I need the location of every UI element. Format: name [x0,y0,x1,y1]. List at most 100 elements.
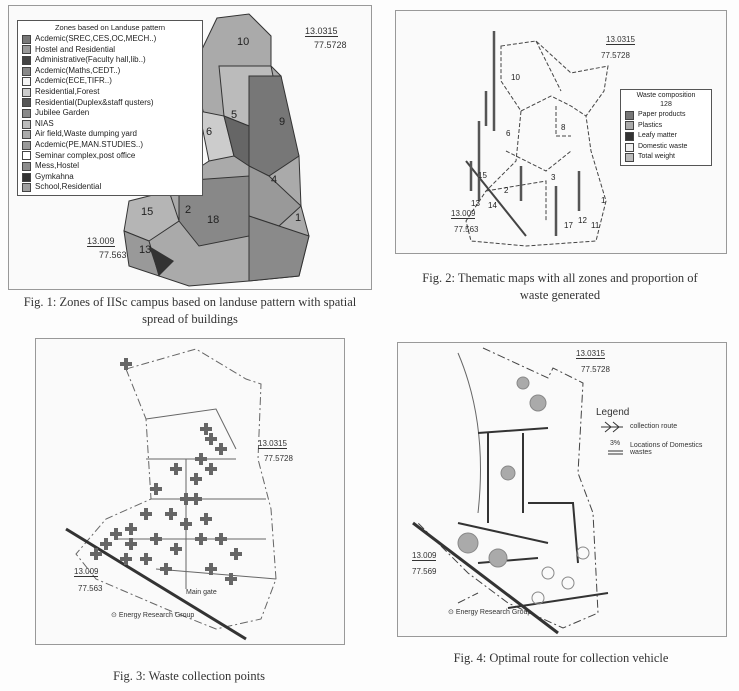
legend-swatch [22,140,31,150]
legend-swatch [22,161,31,171]
legend-item: Acdemic(ECE,TIFR..) [22,76,198,87]
zone-label: 10 [511,73,520,82]
legend-swatch [22,34,31,44]
figure-2-caption: Fig. 2: Thematic maps with all zones and… [422,271,698,285]
ne-latitude: 13.0315 [576,349,605,359]
ne-longitude: 77.5728 [264,454,293,463]
sw-longitude: 77.569 [412,567,437,576]
collection-point-marker [230,548,242,560]
legend-label: Paper products [638,111,686,118]
legend-swatch [625,121,634,131]
legend-label: Plastics [638,121,663,129]
collection-point-marker [170,463,182,475]
legend-swatch [625,142,634,152]
collection-point-marker [180,493,192,505]
legend-swatch [22,45,31,55]
legend-label: Total weight [638,153,675,161]
figure-3-caption: Fig. 3: Waste collection points [113,669,265,683]
legend-item: Jubilee Garden [22,108,198,119]
legend-swatch [22,183,31,193]
legend-label: Mess,Hostel [35,161,80,171]
thematic-waste-map [465,31,609,247]
legend-item: Residential,Forest [22,87,198,98]
zone-label: 13 [471,199,480,208]
legend-item: Acdemic(SREC,CES,OC,MECH..) [22,34,198,45]
legend-item: Plastics [625,121,707,132]
collection-point-marker [140,553,152,565]
collection-point-marker [150,483,162,495]
zone-label: 3 [551,173,556,182]
legend-item: Mess,Hostel [22,161,198,172]
legend-item: Air field,Waste dumping yard [22,129,198,140]
collection-point-marker [205,463,217,475]
sw-latitude: 13.009 [87,236,115,247]
legend-title: Legend [596,407,630,418]
legend-swatch [625,153,634,163]
legend-swatch [625,110,634,120]
zone-label: 15 [141,206,154,218]
collection-point-marker [200,513,212,525]
figure-1-map: Zones based on Landuse pattern Acdemic(S… [8,5,372,290]
legend-swatch [22,108,31,118]
collection-point-marker [165,508,177,520]
figure-2-caption-line2: waste generated [519,288,601,302]
legend-item: Hostel and Residential [22,45,198,56]
ne-longitude: 77.5728 [581,365,610,374]
legend-label: School,Residential [35,182,102,192]
collection-point-marker [205,433,217,445]
collection-point-marker [170,543,182,555]
zone-label: 9 [279,116,286,128]
credit: ⊙ Energy Research Group [448,609,532,616]
credit-text: Energy Research Group [455,609,532,616]
legend-item: Gymkahna [22,172,198,183]
zone-label: 17 [564,221,573,230]
zone-label: 10 [237,36,250,48]
sw-latitude: 13.009 [451,209,476,219]
zone-label: 2 [185,204,192,216]
zone-label: 1 [295,212,302,224]
collection-point-marker [140,508,152,520]
credit-text: Energy Research Group [118,612,195,619]
zone-label: 6 [506,129,511,138]
collection-point-marker [195,453,207,465]
legend-item: School,Residential [22,182,198,193]
collection-point-marker [215,533,227,545]
collection-point-marker [125,538,137,550]
legend-swatch [22,119,31,129]
collection-point-marker [190,473,202,485]
sw-longitude: 77.563 [99,250,127,260]
sw-latitude: 13.009 [412,551,437,561]
zone-label: 1 [601,196,606,205]
legend-label: Residential(Duplex&staff qusters) [35,97,154,107]
legend-swatch [22,87,31,97]
collection-point-marker [150,533,162,545]
figure-4-caption: Fig. 4: Optimal route for collection veh… [453,651,669,665]
zone-label: 11 [591,221,600,230]
figure-3-map: 13.0315 77.5728 13.009 77.563 Main gate … [35,338,345,645]
collection-point-marker [160,563,172,575]
collection-point-marker [180,518,192,530]
legend-label: Air field,Waste dumping yard [35,129,137,139]
legend-label: Jubilee Garden [35,108,90,118]
sw-longitude: 77.563 [454,225,479,234]
legend-label: Administrative(Faculty hall,lib..) [35,55,146,65]
legend-item: NIAS [22,119,198,130]
collection-point-marker [90,548,102,560]
sw-latitude: 13.009 [74,567,99,577]
zone-label: 18 [207,214,220,226]
zone-label: 6 [206,126,213,138]
legend-title: Waste composition [636,92,696,99]
collection-point-marker [200,423,212,435]
landuse-legend: Zones based on Landuse pattern Acdemic(S… [17,20,203,196]
legend-swatch [22,98,31,108]
legend-swatch [625,131,634,141]
legend-item: Seminar complex,post office [22,151,198,162]
figure-4-map: 13.0315 77.5728 Legend collection route … [397,342,727,637]
collection-point-marker [120,358,132,370]
optimal-route-map [412,347,623,635]
legend-item: Administrative(Faculty hall,lib..) [22,55,198,66]
legend-waste-symbol: 3% [610,440,621,447]
